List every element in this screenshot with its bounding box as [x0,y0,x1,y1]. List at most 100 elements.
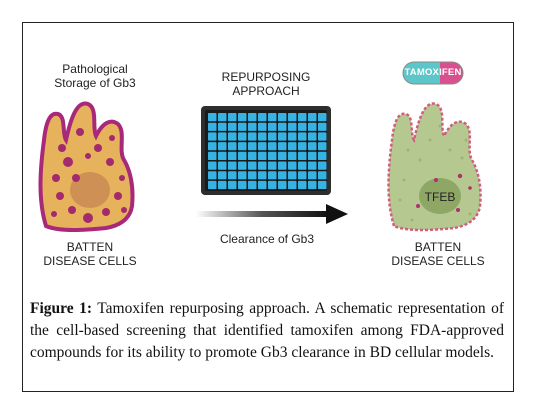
plate-well [218,180,227,190]
plate-well [268,180,277,190]
microplate [201,106,331,195]
plate-well [248,122,257,131]
plate-well [288,171,297,180]
plate-well [238,171,247,180]
residual-granules [416,173,472,212]
plate-well [228,142,237,151]
tamoxifen-pill [402,61,464,85]
plate-well [218,132,227,141]
left-cell [38,101,135,232]
plate-well [258,113,267,122]
plate-well [258,132,267,141]
plate-well [208,151,217,160]
plate-well [228,122,237,131]
plate-well [308,161,317,170]
plate-well [298,132,307,141]
plate-well [278,142,287,151]
left-title-line1: Pathological [62,62,128,76]
plate-well [228,132,237,141]
plate-well [318,113,327,122]
plate-well [308,142,317,151]
left-bottom-label: BATTEN DISEASE CELLS [30,240,150,268]
plate-well [298,113,307,122]
plate-well [278,151,287,160]
plate-well [218,161,227,170]
middle-title: REPURPOSING APPROACH [206,70,326,98]
plate-well [228,180,237,190]
plate-well [218,171,227,180]
nucleus-label: TFEB [424,190,456,204]
plate-well [298,161,307,170]
plate-well [228,113,237,122]
right-bottom-line2: DISEASE CELLS [391,254,485,268]
plate-well [208,113,217,122]
pill-label: TAMOXIFEN [404,67,462,78]
plate-well [318,180,327,190]
plate-well [228,151,237,160]
right-cell-nucleus [419,178,461,214]
clearance-arrow [196,204,348,224]
plate-well [278,132,287,141]
plate-well [288,142,297,151]
figure-label: Figure 1: [30,300,93,317]
plate-well [278,113,287,122]
plate-well [238,132,247,141]
plate-well [318,151,327,160]
plate-well [288,122,297,131]
plate-well [278,180,287,190]
plate-well [318,142,327,151]
plate-well [278,161,287,170]
caption-text: Tamoxifen repurposing approach. A schema… [30,300,504,361]
plate-well [308,151,317,160]
plate-well [308,122,317,131]
plate-well [258,171,267,180]
right-bottom-label: BATTEN DISEASE CELLS [378,240,498,268]
plate-well [248,171,257,180]
left-bottom-line1: BATTEN [66,240,114,254]
plate-well [268,132,277,141]
plate-well [258,151,267,160]
plate-well [238,142,247,151]
plate-well [298,180,307,190]
plate-well [308,132,317,141]
plate-well [218,122,227,131]
plate-well [268,161,277,170]
plate-well [208,180,217,190]
plate-well [258,180,267,190]
middle-title-line1: REPURPOSING [221,70,311,84]
plate-well [268,171,277,180]
plate-well [248,151,257,160]
plate-well [298,151,307,160]
plate-well [318,171,327,180]
plate-well [208,171,217,180]
plate-well [228,171,237,180]
plate-well [238,113,247,122]
plate-well [288,180,297,190]
plate-well [248,161,257,170]
plate-well [208,132,217,141]
plate-well [258,142,267,151]
left-title-line2: Storage of Gb3 [54,76,136,90]
plate-well [248,180,257,190]
figure-frame [22,22,514,392]
plate-well [278,171,287,180]
plate-well [218,151,227,160]
plate-well [308,180,317,190]
plate-well [208,122,217,131]
gb3-granules [51,128,127,223]
middle-title-line2: APPROACH [232,84,300,98]
plate-well [208,142,217,151]
plate-well [268,122,277,131]
plate-well [298,171,307,180]
figure-caption: Figure 1: Tamoxifen repurposing approach… [30,298,504,364]
plate-well [288,161,297,170]
plate-well [318,161,327,170]
plate-well [268,151,277,160]
plate-well [298,142,307,151]
left-cell-nucleus [70,172,110,208]
left-bottom-line2: DISEASE CELLS [43,254,137,268]
plate-well [268,113,277,122]
plate-well [248,113,257,122]
plate-well [318,132,327,141]
plate-well [248,142,257,151]
